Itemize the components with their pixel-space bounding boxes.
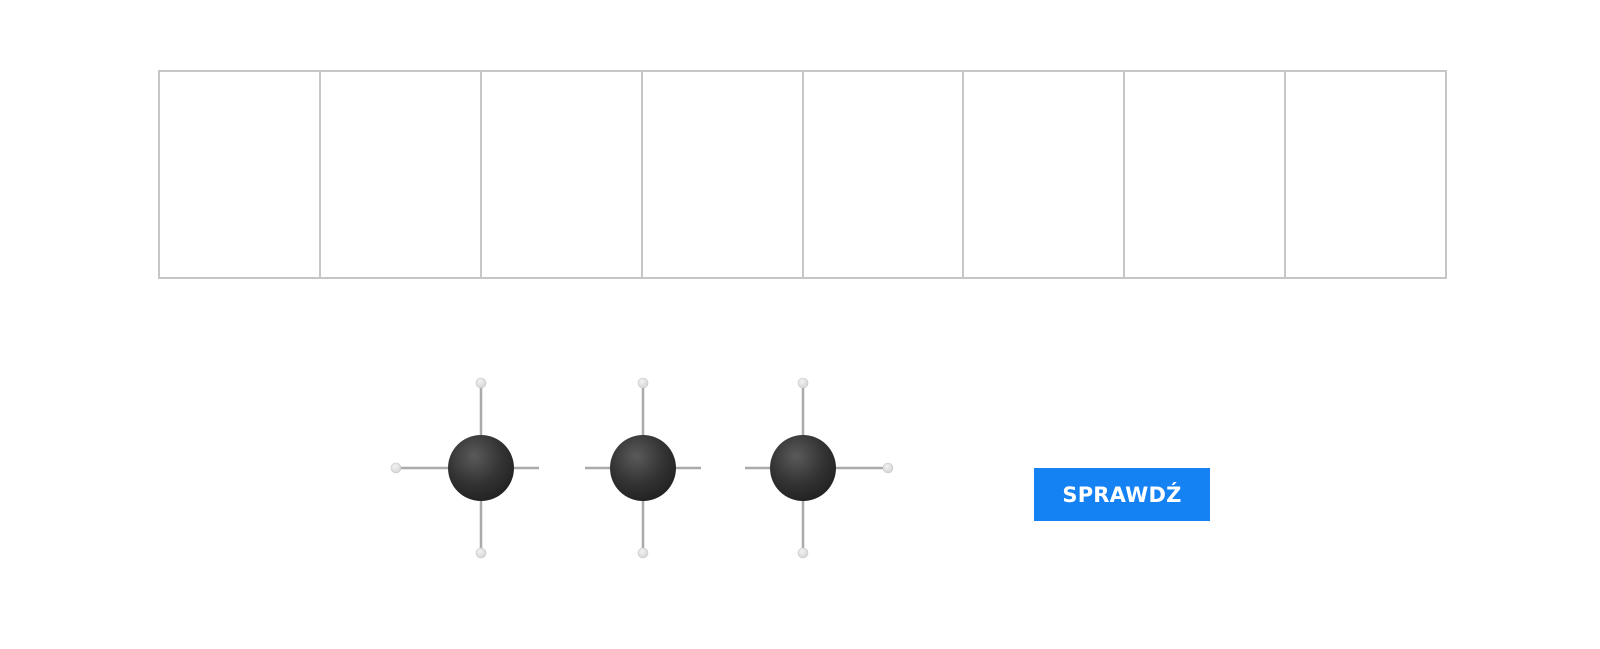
molecule-1-icon [390, 377, 539, 559]
answer-slot-2[interactable] [318, 72, 480, 277]
answer-slot-7[interactable] [1123, 72, 1285, 277]
check-answer-button[interactable]: SPRAWDŹ [1034, 468, 1210, 521]
bonded-atom-left [390, 462, 402, 474]
answer-slot-5[interactable] [801, 72, 963, 277]
bonded-atom-up [637, 377, 649, 389]
molecule-3-icon [745, 377, 894, 559]
answer-slot-3[interactable] [479, 72, 641, 277]
answer-slot-row [158, 70, 1447, 279]
central-atom [448, 435, 514, 501]
bonded-atom-down [637, 547, 649, 559]
central-atom [770, 435, 836, 501]
answer-slot-8[interactable] [1284, 72, 1447, 277]
answer-slot-1[interactable] [158, 72, 319, 277]
bonded-atom-right [882, 462, 894, 474]
bonded-atom-down [797, 547, 809, 559]
answer-slot-6[interactable] [962, 72, 1124, 277]
answer-slot-4[interactable] [640, 72, 802, 277]
bonded-atom-down [475, 547, 487, 559]
molecule-2-icon [585, 377, 701, 559]
draggable-molecule-1[interactable] [371, 358, 591, 578]
draggable-molecule-3[interactable] [693, 358, 913, 578]
central-atom [610, 435, 676, 501]
bonded-atom-up [475, 377, 487, 389]
draggable-molecule-2[interactable] [533, 358, 753, 578]
bonded-atom-up [797, 377, 809, 389]
